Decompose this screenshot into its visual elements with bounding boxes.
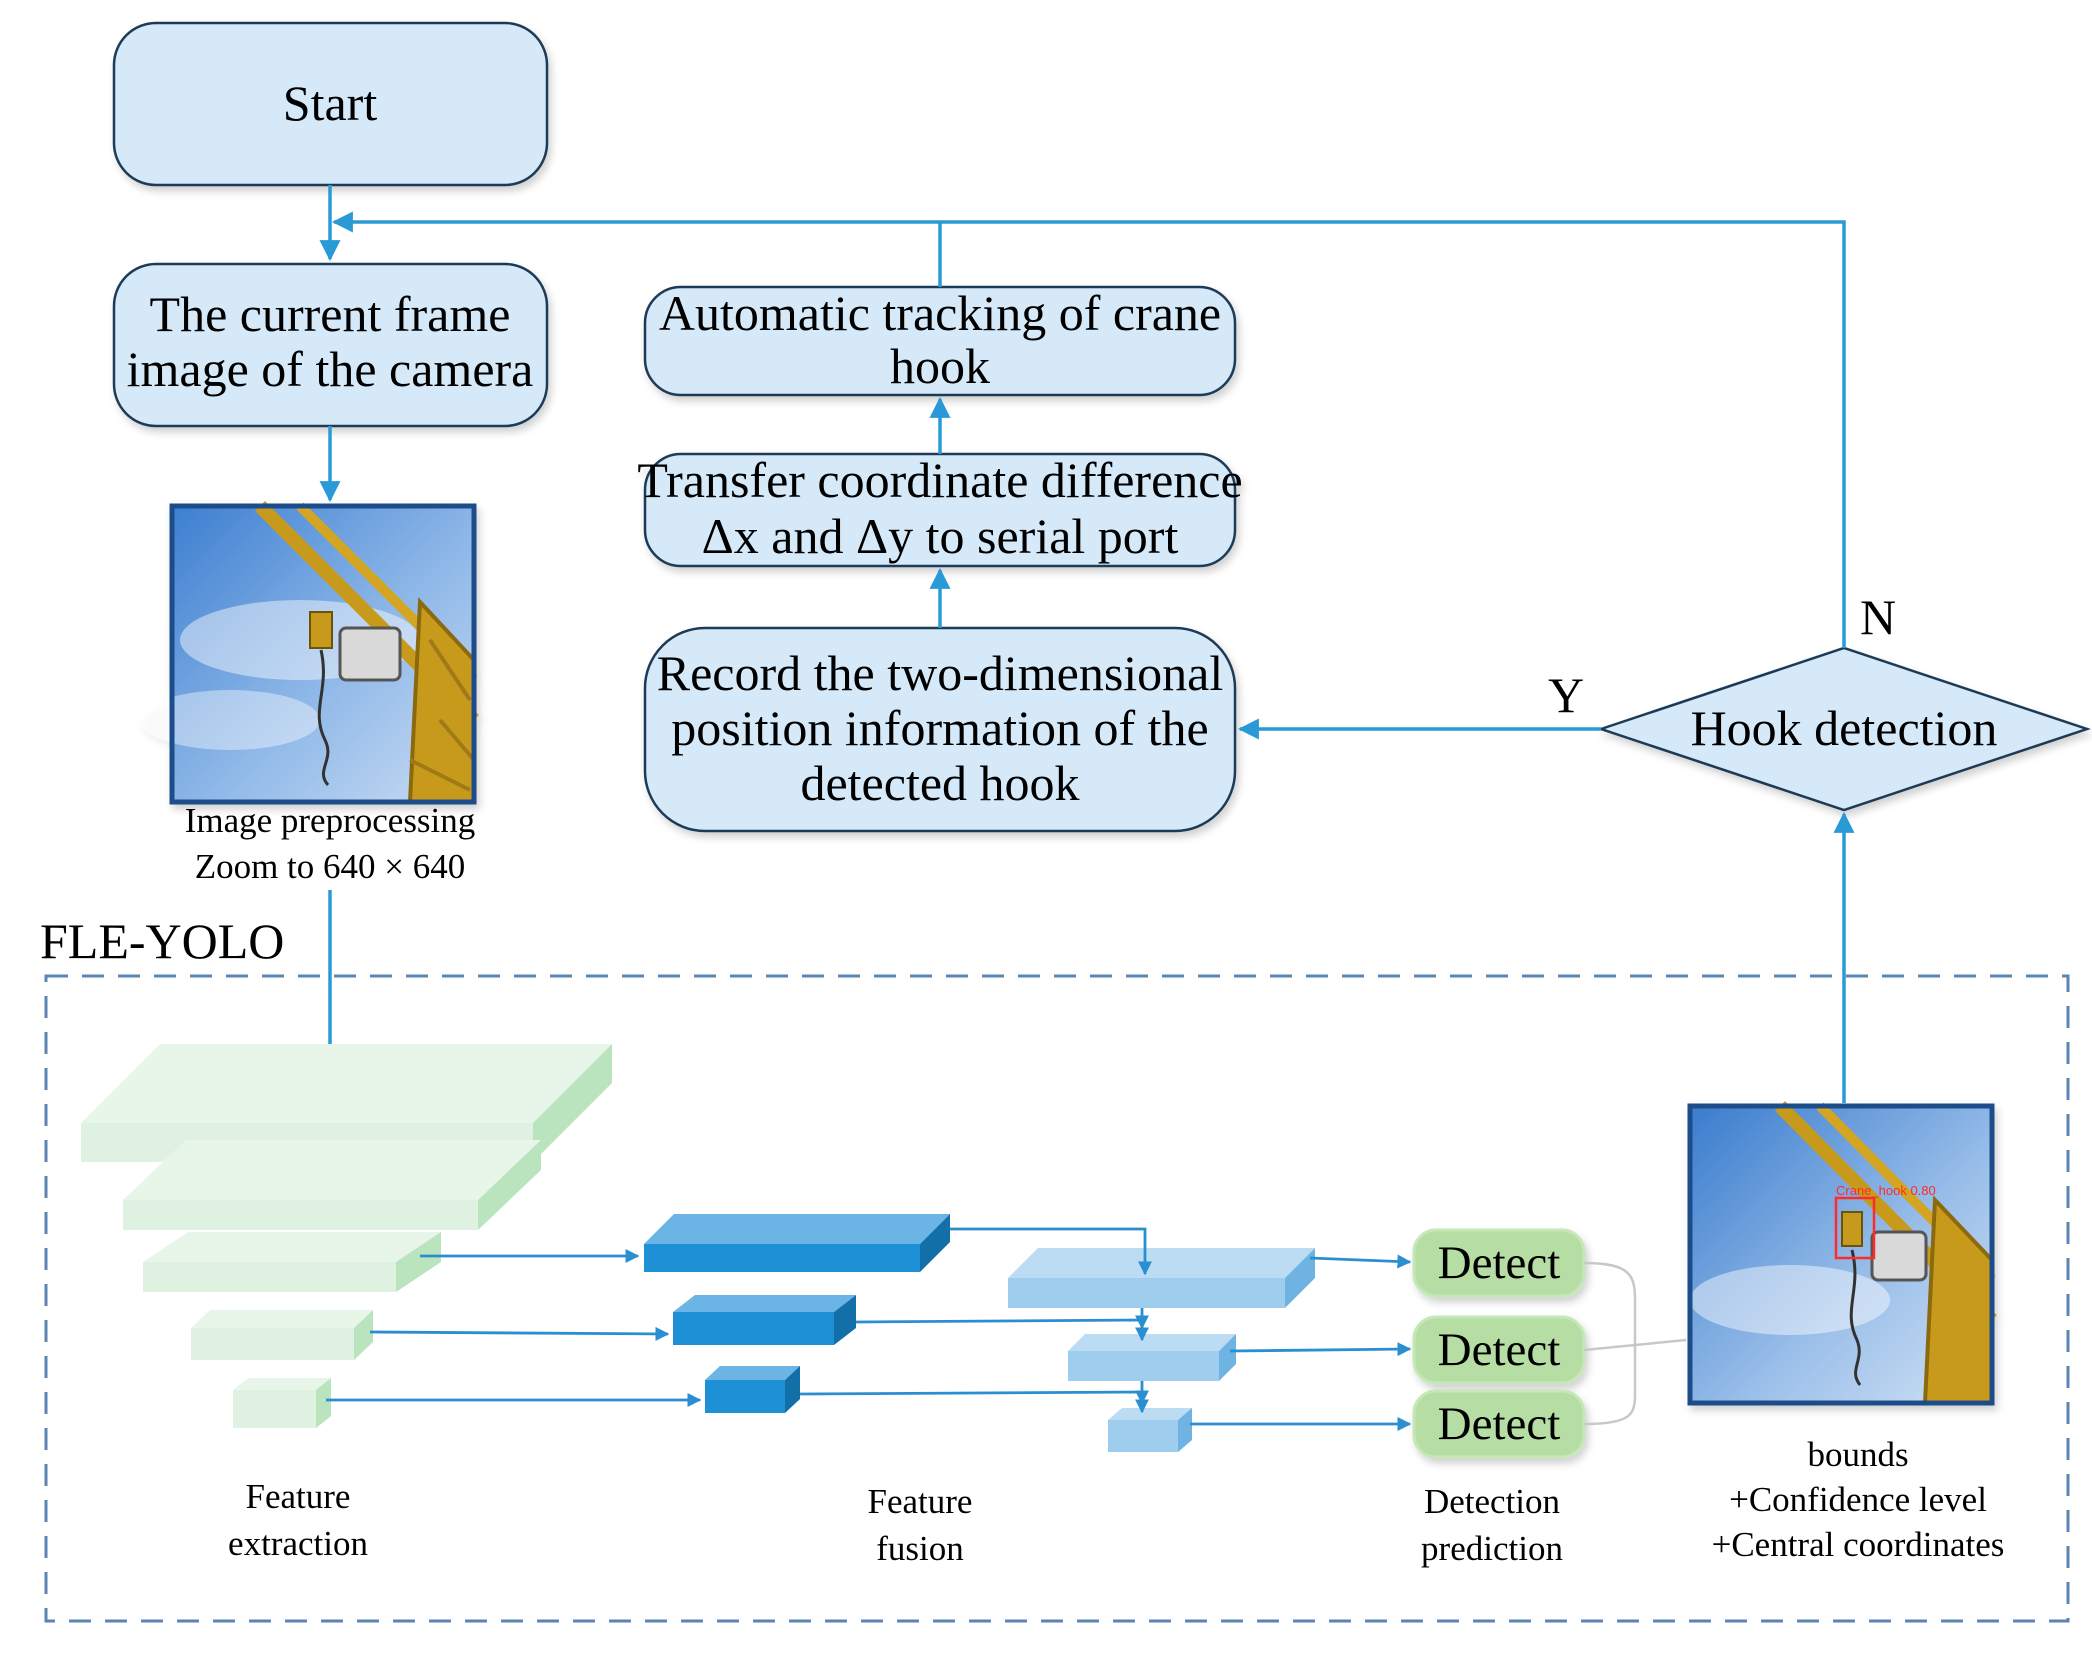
crane-cab	[338, 626, 402, 682]
fusion-neck-small	[1108, 1408, 1192, 1452]
fusion-block-small	[705, 1366, 800, 1413]
output-caption-2: +Confidence level	[1729, 1480, 1987, 1519]
arrow-neck-1-to-detect	[1309, 1254, 1412, 1269]
transfer-node: Transfer coordinate difference Δx and Δy…	[637, 452, 1243, 568]
feature-extraction-layers	[81, 1044, 612, 1428]
record-line-2: position information of the	[671, 700, 1208, 756]
arrow-extract-4-to-fuse	[369, 1326, 670, 1341]
crane-silhouette	[255, 501, 479, 804]
no-branch-label: N	[1860, 589, 1896, 645]
bounding-box-label: Crane_hook 0.80	[1836, 1183, 1936, 1198]
fusion-caption-2: fusion	[876, 1529, 964, 1568]
fusion-neck-medium	[1068, 1334, 1236, 1381]
current-frame-line-2: image of the camera	[127, 341, 534, 397]
arrow-no-loop-back	[331, 211, 1846, 648]
extraction-caption-2: extraction	[228, 1524, 368, 1563]
start-node: Start	[112, 21, 549, 187]
hook-detection-decision: Hook detection	[1597, 646, 2091, 812]
output-hook-rope	[1849, 1249, 1862, 1386]
tracking-line-1: Automatic tracking of crane	[659, 285, 1221, 341]
current-frame-line-1: The current frame	[150, 286, 511, 342]
detect-label-3: Detect	[1438, 1398, 1561, 1450]
transfer-line-2: Δx and Δy to serial port	[702, 508, 1179, 564]
detect-label-1: Detect	[1438, 1237, 1561, 1289]
detect-head-3: Detect	[1412, 1389, 1586, 1459]
record-node: Record the two-dimensional position info…	[643, 626, 1237, 833]
decision-label: Hook detection	[1691, 700, 1998, 756]
hook-rope	[317, 649, 330, 786]
extraction-caption-1: Feature	[246, 1477, 351, 1516]
tracking-node: Automatic tracking of crane hook	[643, 285, 1237, 397]
output-crane-cab	[1870, 1230, 1928, 1282]
detect-head-2: Detect	[1412, 1315, 1586, 1385]
preprocess-line-1: Image preprocessing	[185, 801, 476, 840]
yes-branch-label: Y	[1548, 667, 1584, 723]
output-caption-1: bounds	[1807, 1435, 1908, 1474]
record-line-3: detected hook	[800, 755, 1079, 811]
fusion-block-large	[644, 1214, 950, 1272]
current-frame-node: The current frame image of the camera	[112, 262, 549, 428]
output-caption-3: +Central coordinates	[1712, 1525, 2005, 1564]
output-crane-silhouette	[1775, 1101, 1997, 1405]
input-camera-image	[140, 501, 479, 805]
start-label: Start	[283, 75, 378, 131]
extract-layer-5	[233, 1378, 331, 1428]
fusion-caption-1: Feature	[868, 1482, 973, 1521]
extract-layer-3	[143, 1232, 441, 1292]
arrow-fuse-down-1	[950, 1227, 1152, 1276]
fusion-block-medium	[673, 1295, 856, 1345]
arrow-neck-2-to-detect	[1229, 1342, 1412, 1357]
hook-block	[309, 611, 333, 649]
preprocess-line-2: Zoom to 640 × 640	[195, 847, 466, 886]
extract-layer-2	[123, 1140, 541, 1230]
detect-label-2: Detect	[1438, 1324, 1561, 1376]
detect-head-1: Detect	[1412, 1228, 1586, 1298]
prediction-caption-1: Detection	[1424, 1482, 1560, 1521]
record-line-1: Record the two-dimensional	[657, 645, 1224, 701]
fusion-neck-large	[1008, 1248, 1315, 1308]
extract-layer-4	[191, 1310, 373, 1360]
model-dashed-border	[44, 974, 2070, 1623]
detect-merge-bracket	[1583, 1261, 1637, 1426]
output-detection-image: Crane_hook 0.80	[1687, 1101, 1997, 1406]
bounding-box	[1834, 1196, 1876, 1260]
transfer-line-1: Transfer coordinate difference	[637, 452, 1242, 508]
prediction-caption-2: prediction	[1421, 1529, 1563, 1568]
model-title: FLE-YOLO	[40, 913, 284, 969]
detect-to-output-line	[1583, 1338, 1687, 1352]
arrow-fuse-down-3	[799, 1390, 1149, 1414]
output-hook-block	[1841, 1211, 1863, 1247]
tracking-line-2: hook	[890, 338, 990, 394]
